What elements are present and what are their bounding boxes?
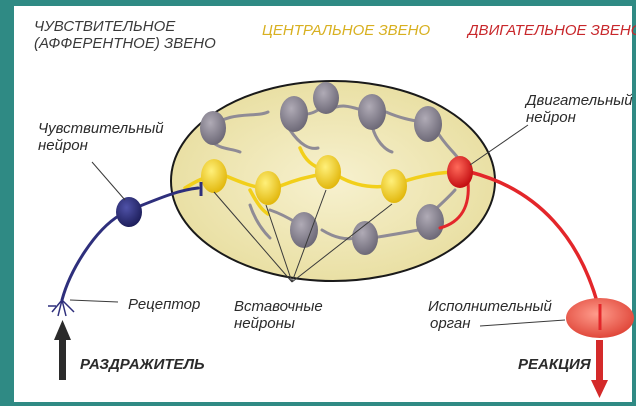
motor-collateral bbox=[438, 180, 470, 230]
grey-neuron bbox=[416, 204, 444, 240]
motor-axon bbox=[468, 170, 600, 307]
motor-neuron-body bbox=[447, 156, 473, 188]
receptor-label: Рецептор bbox=[128, 296, 201, 313]
receptor-endings bbox=[48, 299, 75, 317]
central-header: ЦЕНТРАЛЬНОЕ ЗВЕНО bbox=[262, 22, 431, 39]
grey-neuron bbox=[280, 96, 308, 132]
sensory-pathway bbox=[60, 186, 200, 302]
motor-header: ДВИГАТЕЛЬНОЕ ЗВЕНО bbox=[468, 22, 636, 39]
grey-neuron bbox=[414, 106, 442, 142]
interneuron bbox=[201, 159, 227, 193]
interneuron bbox=[315, 155, 341, 189]
afferent-header-line2: (АФФЕРЕНТНОЕ) ЗВЕНО bbox=[34, 35, 216, 53]
sensory-neuron-body bbox=[116, 197, 142, 227]
interneurons bbox=[201, 155, 407, 205]
motor-neuron-label: Двигательный нейрон bbox=[526, 92, 633, 127]
grey-neuron bbox=[352, 221, 378, 255]
effector-label-line2: орган bbox=[430, 315, 471, 333]
reaction-label: РЕАКЦИЯ bbox=[518, 356, 591, 373]
interneuron bbox=[381, 169, 407, 203]
pointer-lines bbox=[69, 124, 566, 327]
sensory-neuron-label-line1: Чувствительный bbox=[38, 120, 164, 137]
motor-neuron-label-line2: нейрон bbox=[526, 109, 576, 127]
reaction-arrow bbox=[591, 340, 608, 398]
grey-neuron bbox=[290, 212, 318, 248]
sensory-neuron-label: Чувствительный нейрон bbox=[38, 120, 164, 155]
interneuron bbox=[255, 171, 281, 205]
afferent-header: ЧУВСТВИТЕЛЬНОЕ (АФФЕРЕНТНОЕ) ЗВЕНО bbox=[34, 18, 216, 53]
motor-neuron-label-line1: Двигательный bbox=[526, 92, 633, 109]
afferent-header-line1: ЧУВСТВИТЕЛЬНОЕ bbox=[34, 18, 176, 35]
grey-neuron bbox=[358, 94, 386, 130]
interneurons-label-line2: нейроны bbox=[234, 315, 295, 333]
stimulus-label: РАЗДРАЖИТЕЛЬ bbox=[80, 356, 205, 373]
grey-neuron bbox=[313, 82, 339, 114]
grey-neuron bbox=[200, 111, 226, 145]
interneurons-label-line1: Вставочные bbox=[234, 298, 323, 315]
stimulus-arrow bbox=[54, 320, 71, 380]
effector-label: Исполнительный орган bbox=[428, 298, 552, 333]
interneurons-label: Вставочные нейроны bbox=[234, 298, 323, 333]
effector-label-line1: Исполнительный bbox=[428, 298, 552, 315]
sensory-neuron-label-line2: нейрон bbox=[38, 137, 88, 155]
